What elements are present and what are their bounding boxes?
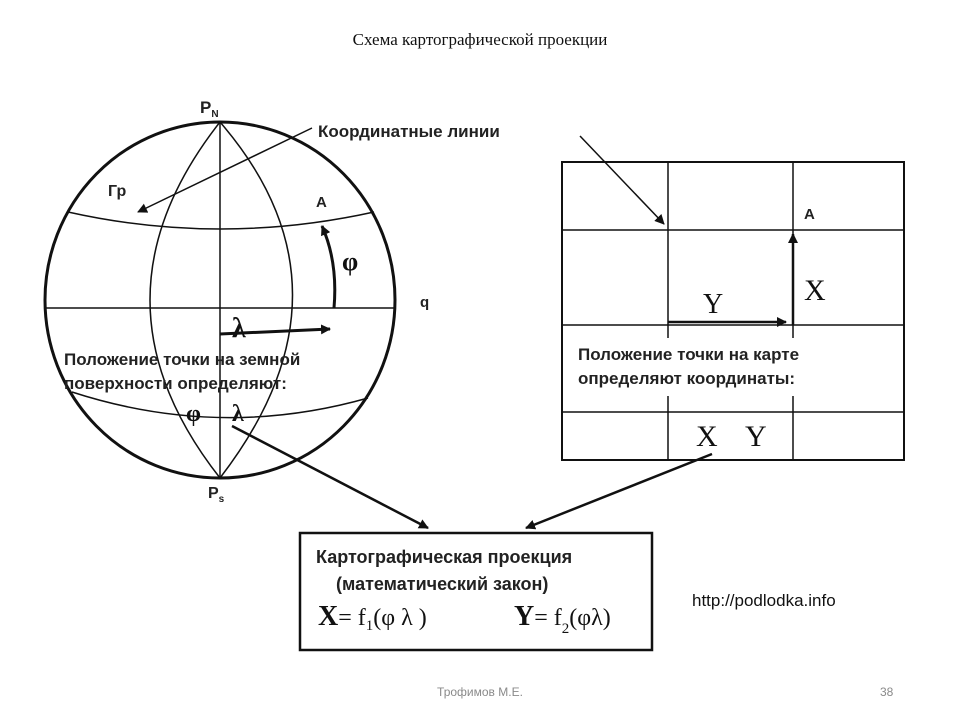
- globe-caption-line2: поверхности определяют:: [64, 374, 287, 393]
- coordinate-lines-label: Координатные линии: [318, 122, 500, 141]
- meridian-left: [149, 121, 221, 479]
- globe: [43, 120, 397, 480]
- parallel-upper: [67, 211, 375, 230]
- source-url: http://podlodka.info: [692, 591, 836, 610]
- lambda-label: λ: [232, 313, 246, 344]
- footer-author: Трофимов М.Е.: [437, 685, 523, 699]
- slide-title: Схема картографической проекции: [352, 30, 608, 49]
- map-caption-bg: [574, 338, 896, 396]
- globe-point-a: A: [316, 194, 327, 211]
- south-pole-label: Ps: [208, 485, 225, 505]
- map-caption-line1: Положение точки на карте: [578, 345, 799, 364]
- coord-lambda: λ: [232, 401, 244, 427]
- map-coord-y: Y: [745, 420, 767, 453]
- q-label: q: [420, 294, 429, 311]
- projection-subtitle: (математический закон): [336, 574, 548, 594]
- map-x-label: X: [804, 274, 826, 307]
- map-y-label: Y: [703, 289, 723, 320]
- callout-arrow-map: [579, 135, 665, 225]
- map-caption-line2: определяют координаты:: [578, 369, 795, 388]
- map-coord-x: X: [696, 420, 718, 453]
- coord-phi: φ: [186, 401, 201, 427]
- projection-title: Картографическая проекция: [316, 547, 572, 567]
- globe-to-projection-arrow: [231, 424, 429, 530]
- globe-caption-line1: Положение точки на земной: [64, 350, 300, 369]
- callout-arrow-globe: [137, 127, 313, 213]
- lambda-arrow: [219, 324, 331, 336]
- north-pole-label: PN: [200, 98, 219, 120]
- projection-box: [298, 531, 654, 652]
- map-point-a: A: [804, 206, 815, 223]
- phi-arrow: [320, 225, 337, 309]
- meridian-right: [219, 121, 294, 479]
- map-to-projection-arrow: [525, 452, 713, 530]
- formula-y: Y= f2(φλ): [514, 601, 611, 637]
- page-number: 38: [880, 685, 894, 699]
- map-frame: [561, 161, 905, 461]
- phi-label: φ: [342, 247, 358, 276]
- formula-x: X= f1(φ λ ): [318, 601, 427, 634]
- greenwich-label: Гр: [108, 183, 126, 200]
- map-grid: [561, 161, 905, 461]
